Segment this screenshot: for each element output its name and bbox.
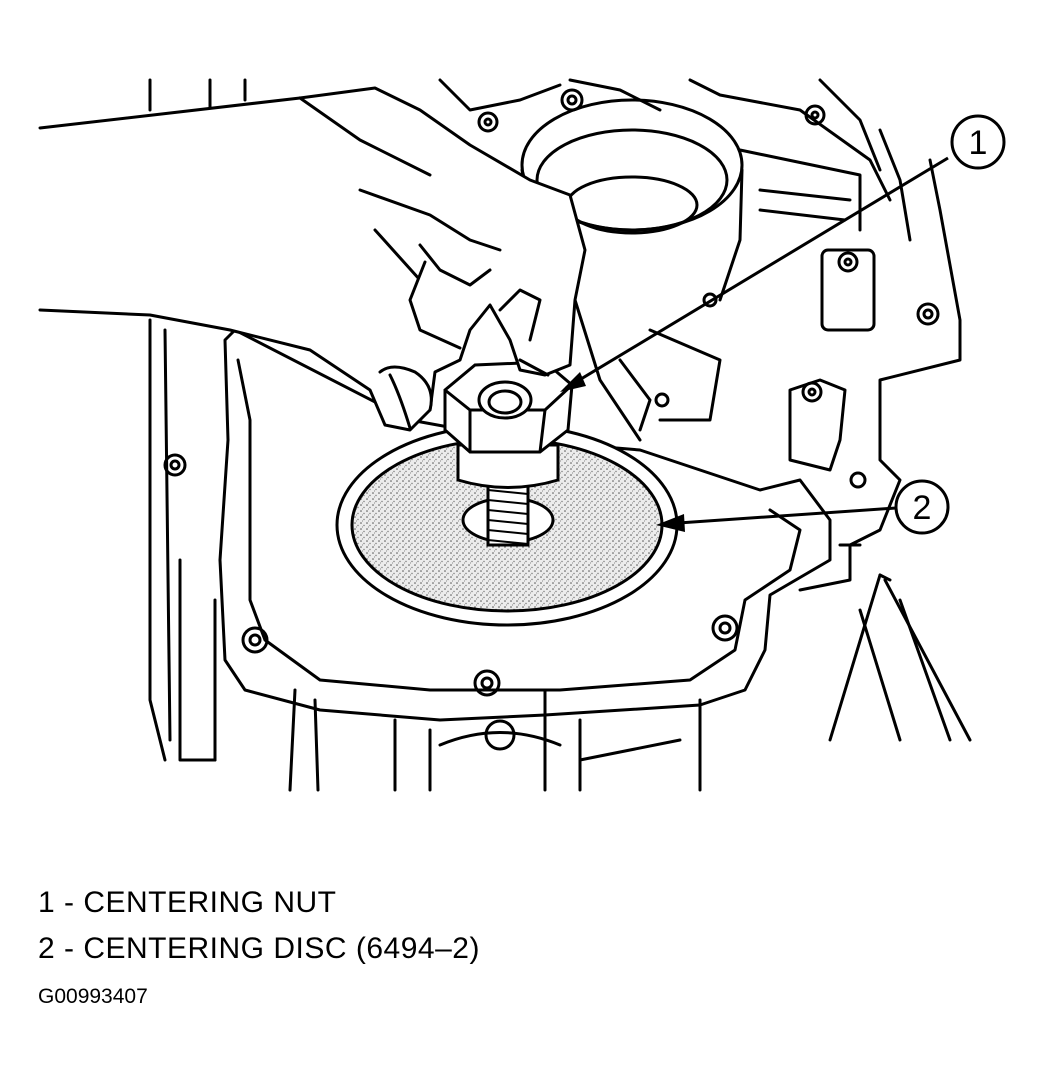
centering-nut [443,360,574,489]
callout-2-leader-arrow [663,506,897,526]
callout-2-number: 2 [913,489,932,527]
technician-hand [38,86,587,432]
figure-id: G00993407 [38,985,148,1008]
callout-1-number: 1 [969,124,988,162]
callout-1-leader-arrow [565,156,949,390]
callout-1-circle [950,114,1006,170]
callout-2: 2 [656,479,950,535]
callout-1: 1 [560,114,1006,392]
technical-illustration: 1 2 [38,78,1006,792]
legend-item-centering-nut: 1 - CENTERING NUT [38,886,337,919]
legend-item-centering-disc: 2 - CENTERING DISC (6494–2) [38,932,480,965]
callout-2-circle [894,479,950,535]
legend: 1 - CENTERING NUT 2 - CENTERING DISC (64… [38,880,480,972]
